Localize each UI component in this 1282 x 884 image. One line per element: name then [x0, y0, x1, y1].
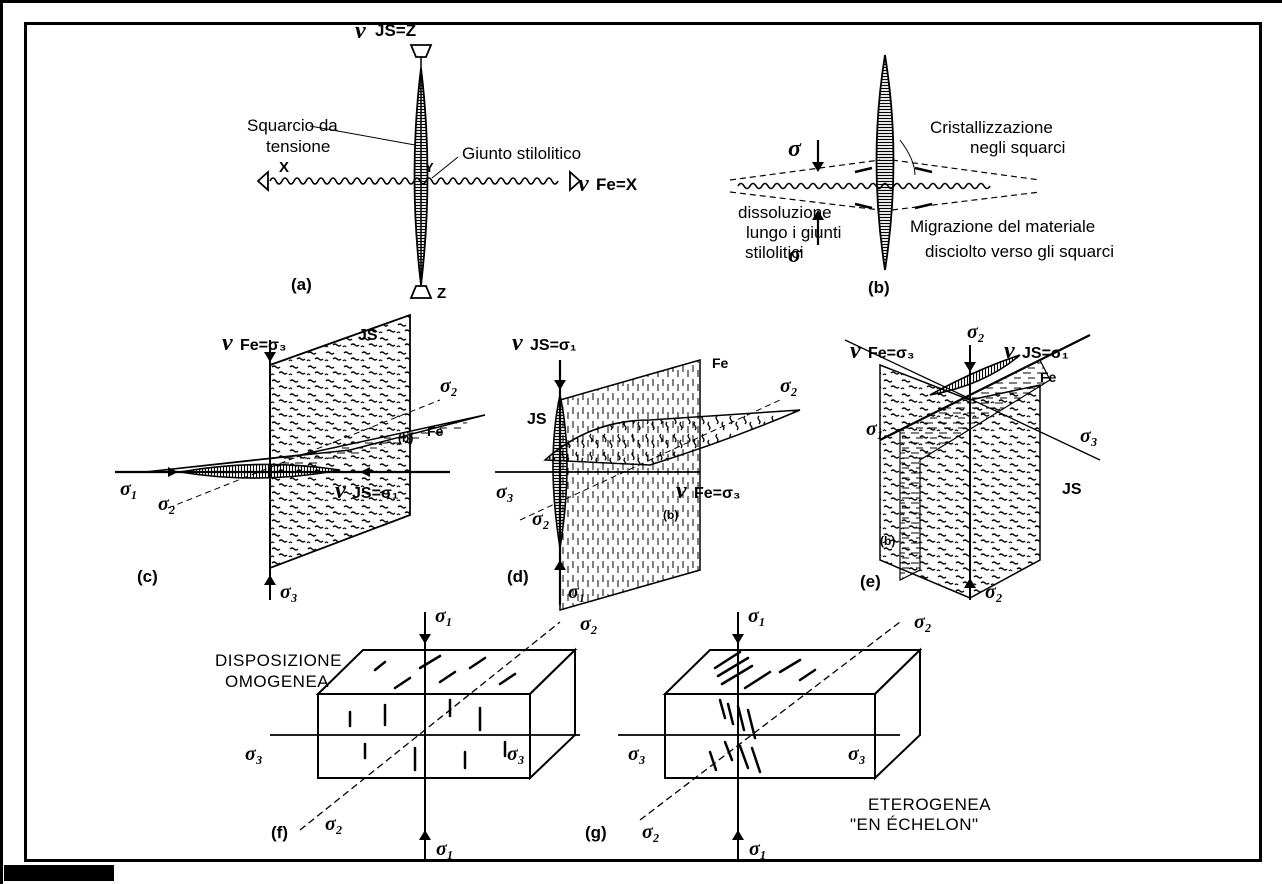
- caption-g: (g): [585, 823, 607, 842]
- caption-f: (f): [271, 823, 288, 842]
- sigma1-label: σ₁: [749, 838, 767, 860]
- caption-c: (c): [137, 567, 158, 586]
- sigma2-label: σ₂: [580, 613, 598, 635]
- b-label: (b): [880, 534, 895, 548]
- fe-label: Fe: [1040, 369, 1057, 385]
- sigma2-label: σ₂: [780, 375, 798, 397]
- sigma1-label: σ₁: [748, 605, 766, 627]
- js-horizontal-plane: [543, 409, 801, 466]
- nu-fe-label: Fe=σ₃: [868, 345, 914, 362]
- crist-label-1: Cristallizzazione: [930, 118, 1053, 137]
- caption-e: (e): [860, 572, 881, 591]
- sigma2-label: σ₂: [158, 493, 176, 515]
- gash-lens-e: [929, 354, 1021, 396]
- rock-block-front: [664, 693, 876, 779]
- figure-border: [24, 22, 1262, 862]
- sigma3-label: σ₃: [1080, 425, 1098, 447]
- sigma2-label: σ₂: [325, 813, 343, 835]
- fe-label: Fe: [427, 423, 444, 439]
- z-axis-label: Z: [437, 285, 446, 302]
- sigma2-label: σ₂: [985, 581, 1003, 603]
- sigma2-label: σ₂: [967, 321, 985, 343]
- cropped-caption-strip: [4, 865, 114, 881]
- eterogenea-title-1: ETEROGENEA: [868, 795, 991, 814]
- nu-symbol: ν: [578, 171, 589, 197]
- sigma1-label: σ₁: [435, 605, 453, 627]
- nu-js-label: JS=σ₁: [530, 337, 577, 354]
- x-axis-label: X: [279, 159, 289, 176]
- migr-label-1: Migrazione del materiale: [910, 217, 1095, 236]
- panel-b: σ σ Cristallizzazione negli squarci diss…: [729, 54, 1114, 297]
- diss-label-3: stilolitici: [745, 243, 804, 262]
- b-label: (b): [398, 431, 413, 445]
- omogenea-title-2: OMOGENEA: [225, 672, 329, 691]
- tension-gash-lens: [413, 67, 429, 286]
- nu-symbol: ν: [222, 330, 233, 356]
- crist-label-2: negli squarci: [970, 138, 1065, 157]
- sigma2-label: σ₂: [914, 611, 932, 633]
- sigma3-label: σ₃: [507, 743, 525, 765]
- caption-a: (a): [291, 275, 312, 294]
- panel-f: DISPOSIZIONE OMOGENEA σ₁ σ₁ σ₂ σ₂ σ₃ σ₃ …: [215, 605, 598, 860]
- nu-symbol: ν: [1004, 338, 1015, 364]
- migr-label-2: disciolto verso gli squarci: [925, 242, 1114, 261]
- sigma2-label: σ₂: [440, 375, 458, 397]
- nu-symbol: ν: [355, 18, 366, 44]
- sigma3-label: σ₃: [628, 743, 646, 765]
- gash-lens: [875, 54, 895, 271]
- js-label: JS: [1062, 481, 1082, 498]
- sigma-top: σ: [788, 136, 802, 162]
- giunto-label: Giunto stilolitico: [462, 144, 581, 163]
- squarcio-label-2: tensione: [266, 137, 330, 156]
- panel-g: ETEROGENEA "EN ÉCHELON" σ₁ σ₁ σ₂ σ₂ σ₃ σ…: [585, 605, 991, 860]
- caption-d: (d): [507, 567, 529, 586]
- frame-top-border: [0, 0, 1282, 3]
- nu-symbol: ν: [335, 478, 346, 504]
- js-label: JS: [358, 327, 378, 344]
- sigma-bottom: σ: [788, 242, 802, 268]
- squarcio-label-1: Squarcio da: [247, 116, 338, 135]
- panel-d: ν JS=σ₁ ν Fe=σ₃ JS Fe (b) σ₃ σ₂ σ₂ σ₁ (d…: [495, 330, 801, 611]
- sigma1-label: σ₁: [866, 418, 884, 440]
- frame-left-border: [0, 0, 3, 884]
- sigma2-label: σ₂: [532, 508, 550, 530]
- sigma3-label: σ₃: [280, 581, 298, 603]
- diss-label-2: lungo i giunti: [746, 223, 841, 242]
- sigma2-label: σ₂: [642, 821, 660, 843]
- nu-symbol: ν: [512, 330, 523, 356]
- panel-c: ν Fe=σ₃ ν JS=σ₁ JS Fe (b) σ₁ σ₂ σ₂ σ₃ (c…: [115, 313, 486, 603]
- sigma3-label: σ₃: [848, 743, 866, 765]
- sigma3-label: σ₃: [496, 481, 514, 503]
- panel-a: ν JS=Z ν Fe=X Squarcio da tensione Giunt…: [247, 18, 638, 302]
- sigma3-label: σ₃: [245, 743, 263, 765]
- sigma1-label: σ₁: [568, 581, 586, 603]
- nu-js-label: JS=Z: [375, 21, 416, 40]
- sigma1-label: σ₁: [120, 478, 138, 500]
- nu-fe-label: Fe=X: [596, 175, 638, 194]
- nu-fe-label: Fe=σ₃: [240, 337, 286, 354]
- diss-label-1: dissoluzione: [738, 203, 832, 222]
- nu-symbol: ν: [850, 338, 861, 364]
- caption-b: (b): [868, 278, 890, 297]
- fe-label: Fe: [712, 355, 729, 371]
- nu-symbol: ν: [676, 478, 687, 504]
- omogenea-title-1: DISPOSIZIONE: [215, 651, 342, 670]
- nu-fe-label: Fe=σ₃: [694, 485, 740, 502]
- y-axis-label: Y: [425, 160, 434, 175]
- sigma1-label: σ₁: [436, 838, 454, 860]
- js-label: JS: [527, 411, 547, 428]
- eterogenea-title-2: "EN ÉCHELON": [850, 815, 979, 834]
- nu-js-label: JS=σ₁: [352, 485, 399, 502]
- panel-e: ν Fe=σ₃ ν JS=σ₁ JS Fe (b) σ₁ σ₂ σ₂ σ₃ (e…: [844, 321, 1101, 603]
- nu-js-label: JS=σ₁: [1022, 345, 1069, 362]
- stylolite-joint-line: [269, 177, 559, 185]
- b-label: (b): [663, 508, 678, 522]
